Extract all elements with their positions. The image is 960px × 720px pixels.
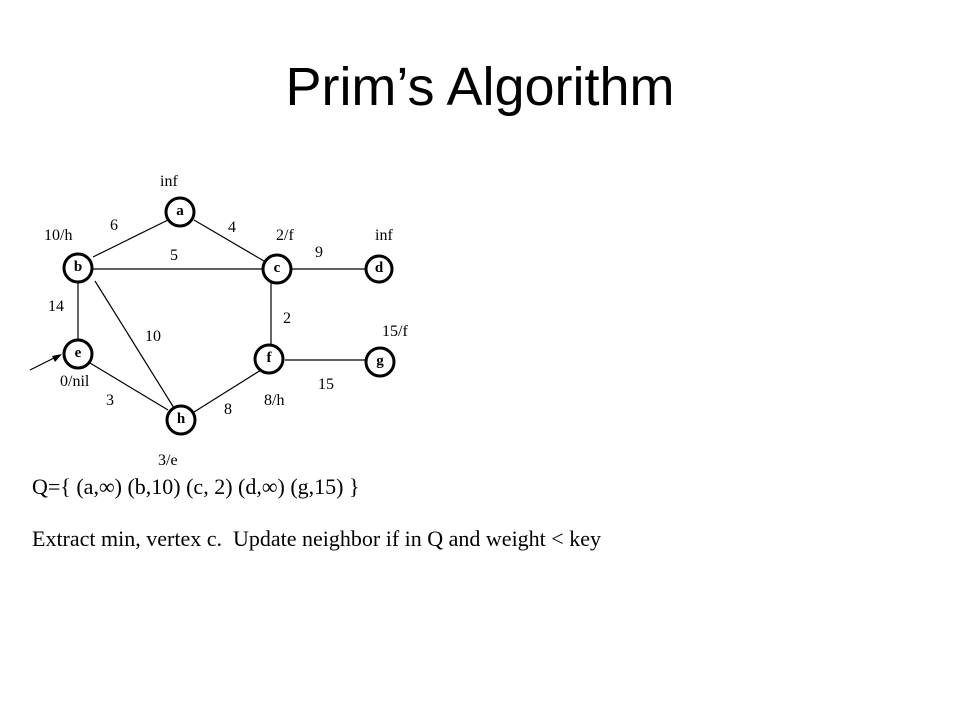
node-f: f xyxy=(253,343,285,375)
edge-weights: 6 4 5 9 14 10 2 15 3 8 xyxy=(48,217,334,418)
node-g: g xyxy=(364,346,396,378)
key-h: 3/e xyxy=(158,452,178,469)
weight-c-d: 9 xyxy=(315,244,323,261)
weight-c-f: 2 xyxy=(283,310,291,327)
weight-f-g: 15 xyxy=(318,376,334,393)
node-h-label: h xyxy=(177,411,186,427)
weight-a-b: 6 xyxy=(110,217,118,234)
edge-a-b xyxy=(92,219,169,258)
instruction-line: Extract min, vertex c. Update neighbor i… xyxy=(32,526,601,551)
node-d-label: d xyxy=(375,260,384,276)
key-e: 0/nil xyxy=(60,373,90,390)
edge-h-f xyxy=(193,369,262,413)
weight-b-e: 14 xyxy=(48,298,64,315)
graph-nodes: a b c d e f g h xyxy=(62,196,396,436)
weight-a-c: 4 xyxy=(228,219,236,236)
node-b-label: b xyxy=(74,259,82,275)
key-b: 10/h xyxy=(44,227,72,244)
node-b: b xyxy=(62,252,94,284)
graph-edges xyxy=(77,219,366,413)
key-g: 15/f xyxy=(382,323,408,340)
key-f: 8/h xyxy=(264,392,284,409)
start-arrow-icon xyxy=(29,354,62,371)
key-d: inf xyxy=(375,227,393,244)
key-a: inf xyxy=(160,173,178,190)
edge-a-c xyxy=(193,219,265,262)
node-e: e xyxy=(62,338,94,370)
edge-e-h xyxy=(89,362,169,411)
node-g-label: g xyxy=(376,353,384,369)
weight-b-h: 10 xyxy=(145,328,161,345)
queue-line: Q={ (a,∞) (b,10) (c, 2) (d,∞) (g,15) } xyxy=(32,474,360,499)
node-a: a xyxy=(164,196,196,228)
weight-b-c: 5 xyxy=(170,247,178,264)
node-f-label: f xyxy=(267,350,273,366)
node-c: c xyxy=(261,253,293,285)
edge-b-h xyxy=(94,280,175,409)
node-a-label: a xyxy=(176,203,184,219)
node-h: h xyxy=(165,404,197,436)
node-e-label: e xyxy=(75,345,82,361)
node-c-label: c xyxy=(274,260,281,276)
node-d: d xyxy=(364,254,394,284)
slide-title: Prim’s Algorithm xyxy=(285,57,675,117)
weight-h-f: 8 xyxy=(224,401,232,418)
weight-e-h: 3 xyxy=(106,392,114,409)
key-c: 2/f xyxy=(276,227,294,244)
node-keys: inf 10/h 2/f inf 0/nil 8/h 15/f 3/e xyxy=(44,173,408,469)
